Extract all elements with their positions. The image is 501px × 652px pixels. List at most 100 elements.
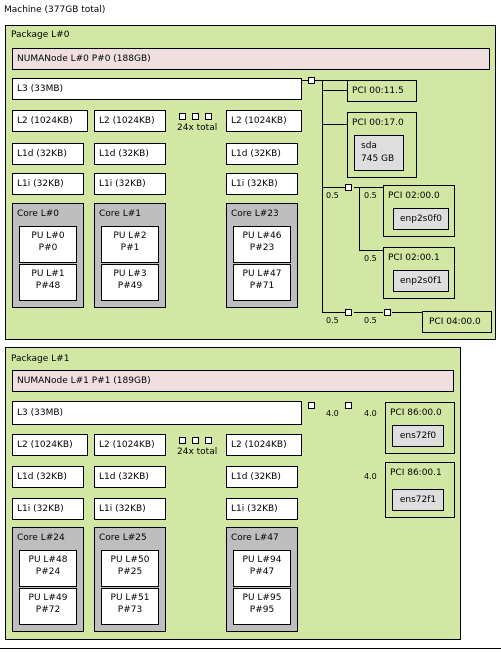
collapsed-square-icon (179, 113, 186, 120)
machine-label: Machine (377GB total) (4, 5, 106, 15)
l2-cache: L2 (1024KB) (94, 110, 166, 132)
pci-device: PCI 00:17.0 sda 745 GB (347, 112, 417, 178)
network-device-name: enp2s0f0 (400, 214, 442, 224)
l1d-cache: L1d (32KB) (94, 466, 166, 488)
l2-cache-label: L2 (1024KB) (231, 440, 287, 450)
link-speed-label: 0.5 (364, 316, 377, 325)
bottom-divider (0, 648, 501, 649)
l2-cache-label: L2 (1024KB) (99, 440, 155, 450)
pci-bridge-icon (345, 402, 352, 409)
l2-cache: L2 (1024KB) (94, 434, 166, 456)
pu-label: PU L#48 (28, 555, 68, 565)
l1d-cache-label: L1d (32KB) (99, 149, 149, 159)
core-label: Core L#47 (231, 533, 279, 543)
l2-cache: L2 (1024KB) (12, 434, 88, 456)
l1i-cache: L1i (32KB) (12, 173, 84, 195)
pci-device: PCI 02:00.1 enp2s0f1 (383, 247, 455, 299)
pci-device-label: PCI 02:00.1 (388, 253, 440, 263)
link-speed-label: 0.5 (326, 316, 339, 325)
pu-label: PU L#95 (242, 593, 282, 603)
pci-device: PCI 02:00.0 enp2s0f0 (383, 185, 455, 237)
package-1-label: Package L#1 (11, 354, 70, 364)
l1i-cache-label: L1i (32KB) (17, 179, 64, 189)
l2-cache-label: L2 (1024KB) (17, 440, 73, 450)
link-speed-label: 4.0 (364, 409, 377, 418)
block-device: sda 745 GB (354, 135, 404, 171)
pu-label: PU L#94 (242, 555, 282, 565)
collapsed-square-icon (192, 437, 199, 444)
numa-node-1: NUMANode L#1 P#1 (189GB) (12, 370, 454, 392)
pu-physical: P#0 (38, 243, 58, 253)
link-speed-label: 4.0 (364, 472, 377, 481)
pci-device-label: PCI 86:00.1 (390, 468, 442, 478)
host-bridge-icon (308, 77, 315, 84)
collapsed-square-icon (205, 113, 212, 120)
pu-physical: P#73 (117, 605, 143, 615)
l1i-cache-label: L1i (32KB) (99, 504, 146, 514)
l2-cache: L2 (1024KB) (12, 110, 88, 132)
pu-physical: P#95 (249, 605, 275, 615)
network-device: enp2s0f0 (393, 208, 449, 230)
l1d-cache: L1d (32KB) (226, 143, 298, 165)
pu-physical: P#48 (35, 281, 61, 291)
l2-cache: L2 (1024KB) (226, 110, 302, 132)
pu-label: PU L#50 (110, 555, 150, 565)
block-device-name: sda (361, 141, 377, 151)
l1i-cache: L1i (32KB) (94, 173, 166, 195)
total-count-label: 24x total (177, 123, 218, 133)
network-device-name: ens72f1 (399, 495, 437, 505)
l1i-cache-label: L1i (32KB) (99, 179, 146, 189)
l1d-cache-label: L1d (32KB) (17, 472, 67, 482)
l1d-cache-label: L1d (32KB) (231, 149, 281, 159)
pu-label: PU L#2 (113, 231, 147, 241)
network-device: enp2s0f1 (393, 270, 449, 292)
block-device-size: 745 GB (361, 154, 395, 164)
pci-device: PCI 00:11.5 (347, 80, 417, 102)
core-label: Core L#1 (99, 209, 141, 219)
collapsed-square-icon (179, 437, 186, 444)
l1i-cache-label: L1i (32KB) (231, 179, 278, 189)
pu-physical: P#47 (249, 567, 275, 577)
collapsed-square-icon (205, 437, 212, 444)
pu-physical: P#24 (35, 567, 61, 577)
pu-label: PU L#49 (28, 593, 68, 603)
pci-bridge-icon (345, 309, 352, 316)
network-device: ens72f1 (392, 489, 444, 511)
l2-cache-label: L2 (1024KB) (231, 116, 287, 126)
l3-cache-0-label: L3 (33MB) (17, 84, 64, 94)
l1d-cache-label: L1d (32KB) (99, 472, 149, 482)
link-speed-label: 0.5 (364, 191, 377, 200)
l1i-cache: L1i (32KB) (226, 498, 298, 520)
l3-cache-0: L3 (33MB) (12, 78, 302, 100)
l1d-cache: L1d (32KB) (12, 466, 84, 488)
total-count-label: 24x total (177, 447, 218, 457)
pu-physical: P#72 (35, 605, 61, 615)
core-label: Core L#25 (99, 533, 147, 543)
core-label: Core L#23 (231, 209, 279, 219)
pu-label: PU L#1 (31, 269, 65, 279)
l2-cache-label: L2 (1024KB) (17, 116, 73, 126)
numa-node-0: NUMANode L#0 P#0 (188GB) (12, 48, 490, 70)
pu-label: PU L#0 (31, 231, 65, 241)
pu-label: PU L#3 (113, 269, 147, 279)
l1d-cache: L1d (32KB) (94, 143, 166, 165)
pu-physical: P#49 (117, 281, 143, 291)
pci-device-label: PCI 04:00.0 (429, 317, 481, 327)
l3-cache-1-label: L3 (33MB) (17, 408, 64, 418)
pu-label: PU L#46 (242, 231, 282, 241)
l1i-cache: L1i (32KB) (226, 173, 298, 195)
l1d-cache: L1d (32KB) (12, 143, 84, 165)
network-device-name: enp2s0f1 (400, 276, 442, 286)
l1d-cache-label: L1d (32KB) (17, 149, 67, 159)
